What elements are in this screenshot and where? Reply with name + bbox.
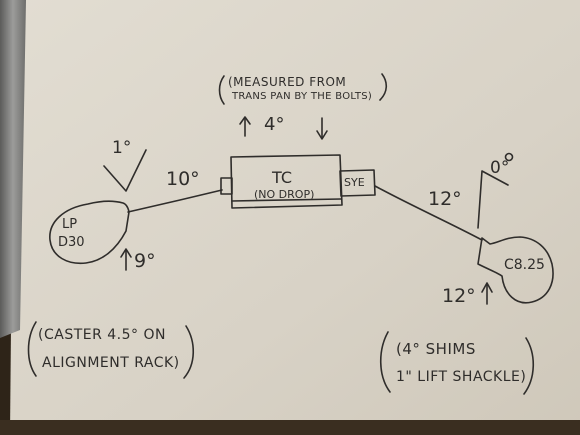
transfer-case-label: TC [272,168,293,187]
front-axle-arrow-head [120,248,132,258]
front-driveshaft [127,189,223,213]
caster-note-close-paren [183,325,195,379]
rear-degree-mark [504,152,514,162]
front-axle-label-line-1: LP [62,217,78,232]
sye-label: SYE [344,176,365,189]
top-note-line-2: TRANS PAN BY THE BOLTS) [232,91,373,102]
arrow-down-top-right-head [316,130,328,140]
caster-note-open-paren [27,321,37,377]
metal-ruler [0,0,26,338]
sye-box [339,169,376,197]
rear-axle-arrow-head [481,282,493,293]
front-pinion-angle-label: 1° [112,138,132,158]
caster-note-line-1: (CASTER 4.5° ON [38,327,166,343]
transfer-case-box [230,154,343,209]
transfer-case-note: (NO DROP) [254,188,315,201]
table-edge [0,420,580,435]
rear-pinion-angle-line [477,170,509,229]
top-note-line-1: (MEASURED FROM [228,75,347,89]
shims-note-close-paren [523,337,535,395]
paper-sheet [10,0,580,435]
shims-note-line-2: 1" LIFT SHACKLE) [396,369,527,385]
transfer-case-lower-rim [231,198,342,202]
top-note-close-paren [379,73,388,101]
front-axle-angle-label: 9° [134,250,156,272]
trans-angle-label: 4° [264,114,285,135]
rear-axle-label: C8.25 [504,257,545,273]
front-driveshaft-angle-label: 10° [166,168,200,190]
front-axle-label-line-2: D30 [58,235,85,250]
rear-driveshaft-angle-label: 12° [428,188,462,210]
rear-axle-housing [477,236,554,304]
rear-pinion-angle-label: 0° [490,158,510,178]
top-note-open-paren [218,75,225,105]
front-pinion-angle-v [103,149,147,192]
rear-axle-angle-label: 12° [442,285,476,307]
shims-note-open-paren [379,331,391,393]
rear-driveshaft [374,185,483,241]
arrow-up-top-left-head [239,116,251,125]
shims-note-line-1: (4° SHIMS [396,340,476,358]
caster-note-line-2: ALIGNMENT RACK) [42,355,180,371]
